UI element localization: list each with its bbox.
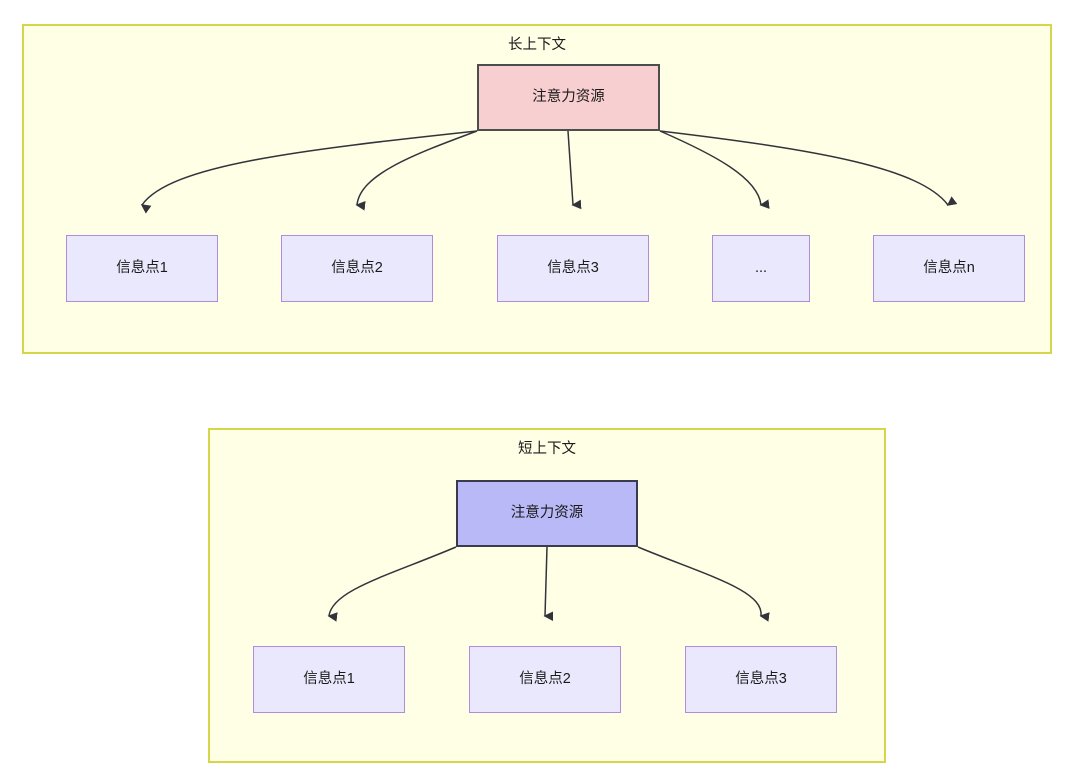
node-attention-resource-long[interactable]: 注意力资源 — [477, 64, 660, 131]
group-long-context-title: 长上下文 — [508, 37, 566, 53]
node-info-point-3-long[interactable]: 信息点3 — [497, 235, 649, 302]
node-info-point-3-short[interactable]: 信息点3 — [685, 646, 837, 713]
node-info-point-2-long[interactable]: 信息点2 — [281, 235, 433, 302]
group-short-context-title: 短上下文 — [518, 441, 576, 457]
node-info-point-1-long[interactable]: 信息点1 — [66, 235, 218, 302]
node-info-point-1-short[interactable]: 信息点1 — [253, 646, 405, 713]
node-info-point-n-long[interactable]: 信息点n — [873, 235, 1025, 302]
node-info-point-ellipsis-long[interactable]: ... — [712, 235, 810, 302]
node-info-point-2-short[interactable]: 信息点2 — [469, 646, 621, 713]
node-attention-resource-short[interactable]: 注意力资源 — [456, 480, 638, 547]
